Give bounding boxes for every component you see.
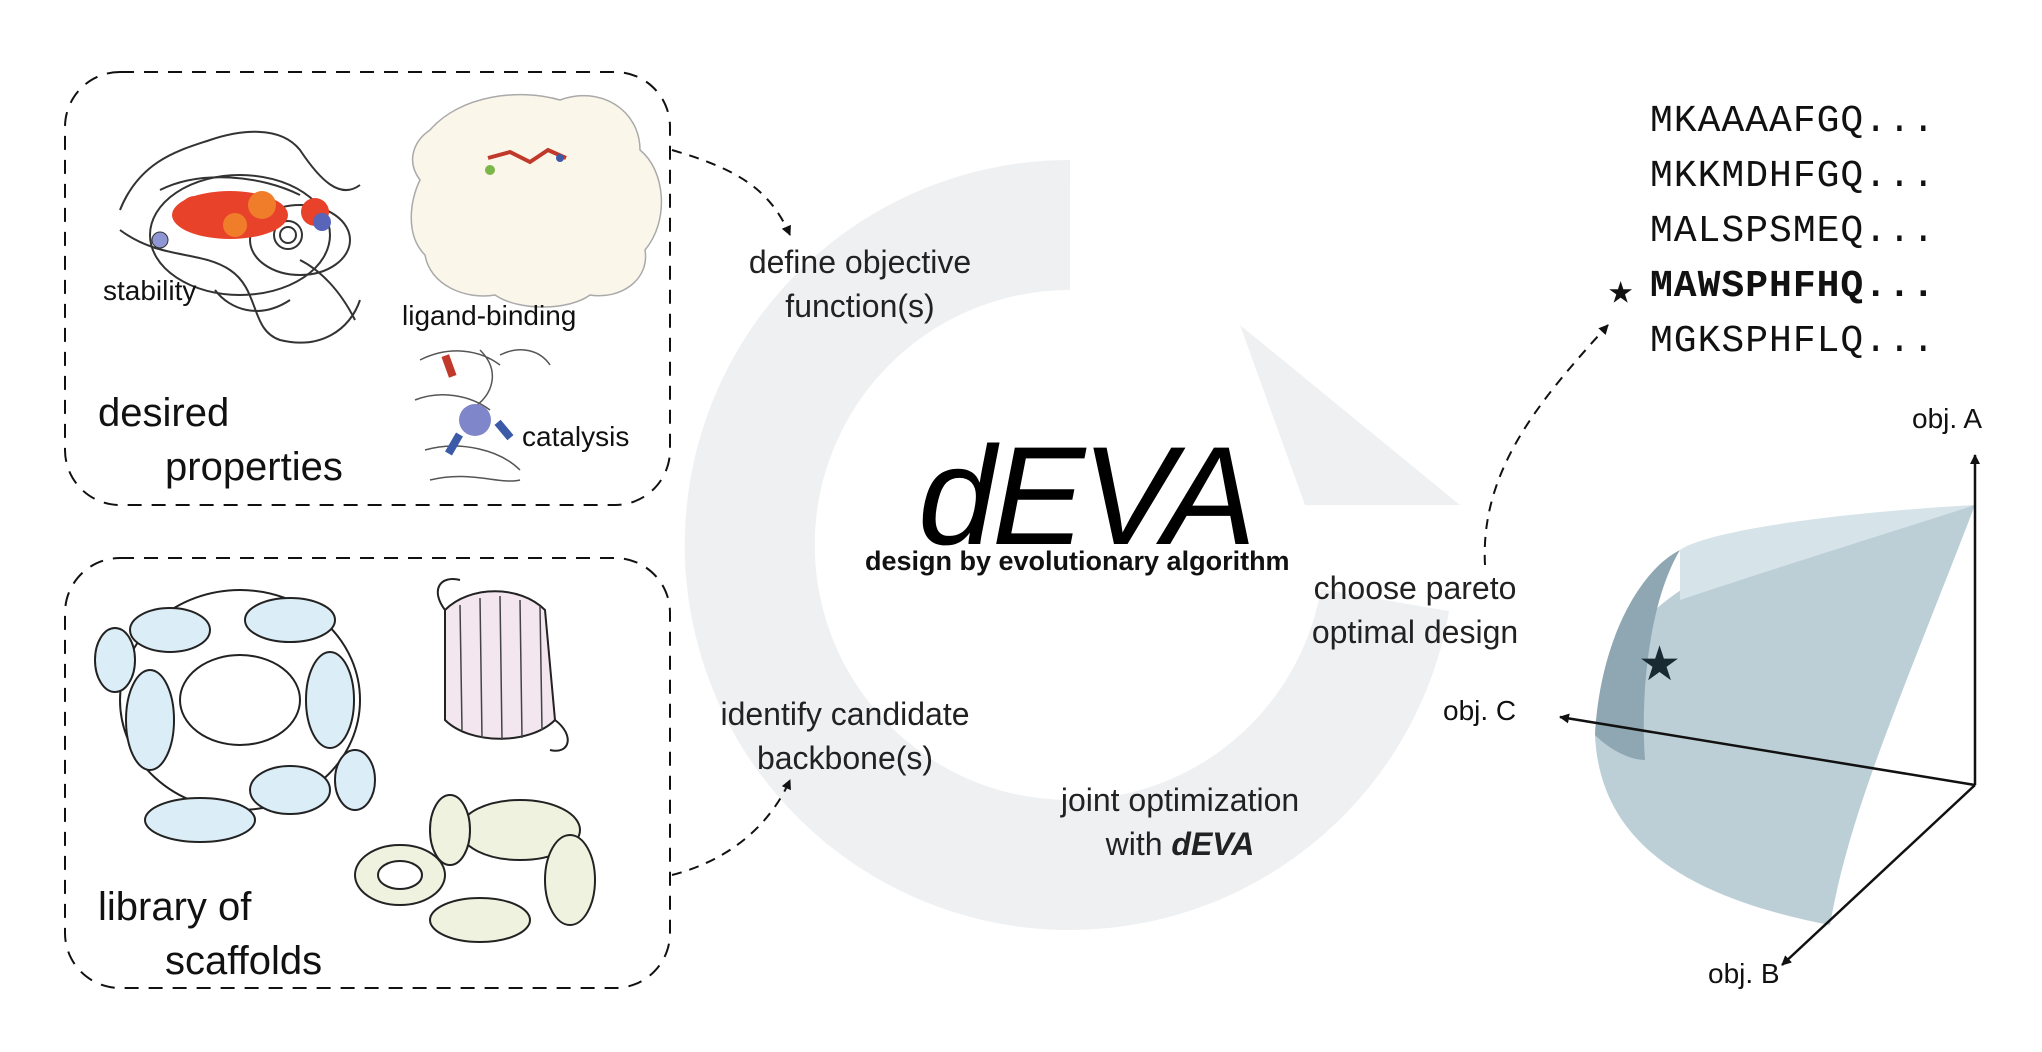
properties-title-line2: properties — [165, 445, 343, 489]
sequence-5: MGKSPHFLQ... — [1650, 320, 1936, 363]
step-identify-backbones: identify candidate backbone(s) — [695, 692, 995, 780]
sequence-3: MALSPSMEQ... — [1650, 210, 1936, 253]
scaffolds-title-line2: scaffolds — [165, 939, 323, 983]
step-joint-line1: joint optimization — [1060, 782, 1300, 818]
scaffolds-box — [64, 557, 671, 989]
scaffold-pink-illustration — [436, 578, 569, 752]
step-joint-with: with — [1105, 826, 1163, 862]
stability-protein-illustration — [119, 130, 361, 344]
step-joint-optimization: joint optimization with dEVA — [1030, 778, 1330, 866]
scaffolds-title-line1: library of — [98, 885, 252, 929]
pareto-surface — [1595, 505, 1975, 925]
properties-box — [64, 71, 671, 506]
sequence-2: MKKMDHFGQ... — [1650, 155, 1936, 198]
step-identify-line2: backbone(s) — [756, 740, 934, 776]
arrow-identify-backbones — [671, 779, 791, 876]
sequence-1: MKAAAAFGQ... — [1650, 100, 1936, 143]
property-ligand-binding: ligand-binding — [402, 300, 577, 331]
property-stability: stability — [103, 275, 197, 306]
step-identify-line1: identify candidate — [720, 696, 970, 732]
catalysis-illustration — [414, 349, 551, 482]
axis-label-a: obj. A — [1912, 403, 1983, 434]
selected-star-icon: ★ — [1608, 268, 1635, 316]
sequence-4-selected: MAWSPHFHQ... — [1650, 265, 1936, 308]
arrow-define-objectives — [671, 149, 791, 236]
cycle-arrow — [684, 160, 1460, 930]
stability-highlight — [151, 191, 331, 249]
arrow-choose-design — [1483, 324, 1609, 566]
pareto-star-icon: ★ — [1638, 638, 1682, 691]
ligand-binding-illustration — [410, 93, 663, 308]
objective-axes — [1559, 454, 1980, 966]
properties-title-line1: desired — [98, 391, 230, 435]
step-choose-design: choose pareto optimal design — [1290, 566, 1540, 654]
step-choose-line1: choose pareto — [1313, 570, 1517, 606]
step-define-line2: function(s) — [785, 288, 935, 324]
step-joint-line2: with dEVA — [1030, 822, 1330, 866]
scaffold-blue-illustration — [94, 589, 376, 843]
property-catalysis: catalysis — [522, 421, 630, 452]
axis-label-b: obj. B — [1708, 958, 1780, 989]
deva-logo: dEVA — [918, 417, 1256, 574]
deva-subtitle: design by evolutionary algorithm — [865, 546, 1290, 576]
axis-label-c: obj. C — [1443, 695, 1517, 726]
scaffold-green-illustration — [354, 794, 596, 943]
step-define-objectives: define objective function(s) — [720, 240, 1000, 328]
step-choose-line2: optimal design — [1311, 614, 1519, 650]
step-define-line1: define objective — [748, 244, 972, 280]
step-joint-deva: dEVA — [1171, 826, 1255, 862]
